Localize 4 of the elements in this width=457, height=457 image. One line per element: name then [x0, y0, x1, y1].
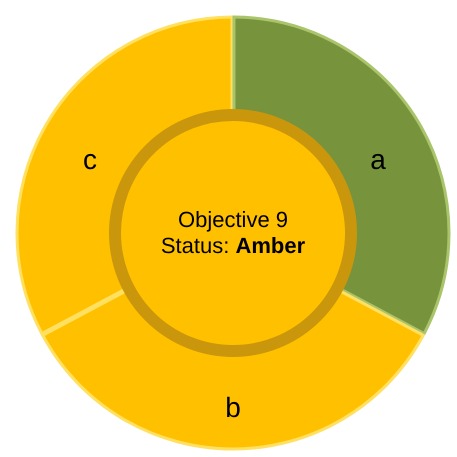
- segment-label: a: [370, 143, 386, 177]
- segment-label: c: [83, 143, 97, 177]
- segment-label: b: [225, 391, 241, 425]
- status-text: Objective 9 Status: Amber: [160, 206, 306, 260]
